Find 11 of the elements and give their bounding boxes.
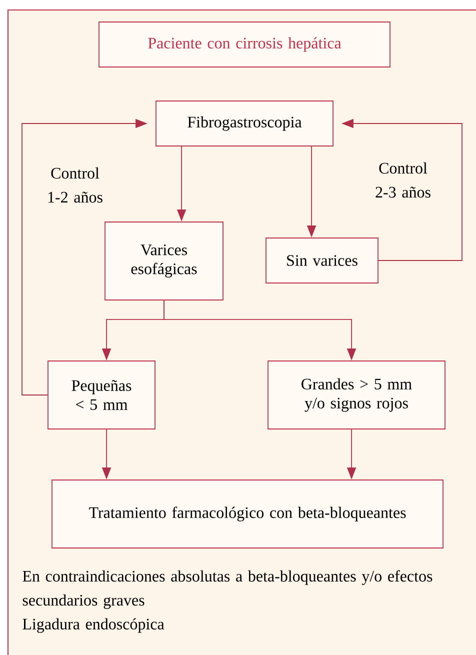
process-box: Tratamiento farmacológico con beta-bloqueantes — [52, 480, 444, 548]
note-text: Ligadura endoscópica — [22, 618, 164, 633]
edge-label: Control 2-3 años — [376, 162, 430, 198]
process-box: Paciente con cirrosis hepática — [98, 22, 390, 68]
process-box: Fibrogastroscopia — [156, 100, 334, 146]
process-box: Pequeñas < 5 mm — [48, 360, 156, 430]
process-box: Grandes > 5 mm y/o signos rojos — [268, 360, 446, 430]
process-box: Sin varices — [266, 238, 378, 284]
process-box: Varices esofágicas — [104, 222, 224, 300]
edge-label: Control 1-2 años — [48, 167, 102, 203]
note-text: En contraindicaciones absolutas a beta-bloqueantes y/o efectos secundarios graves — [22, 570, 432, 609]
